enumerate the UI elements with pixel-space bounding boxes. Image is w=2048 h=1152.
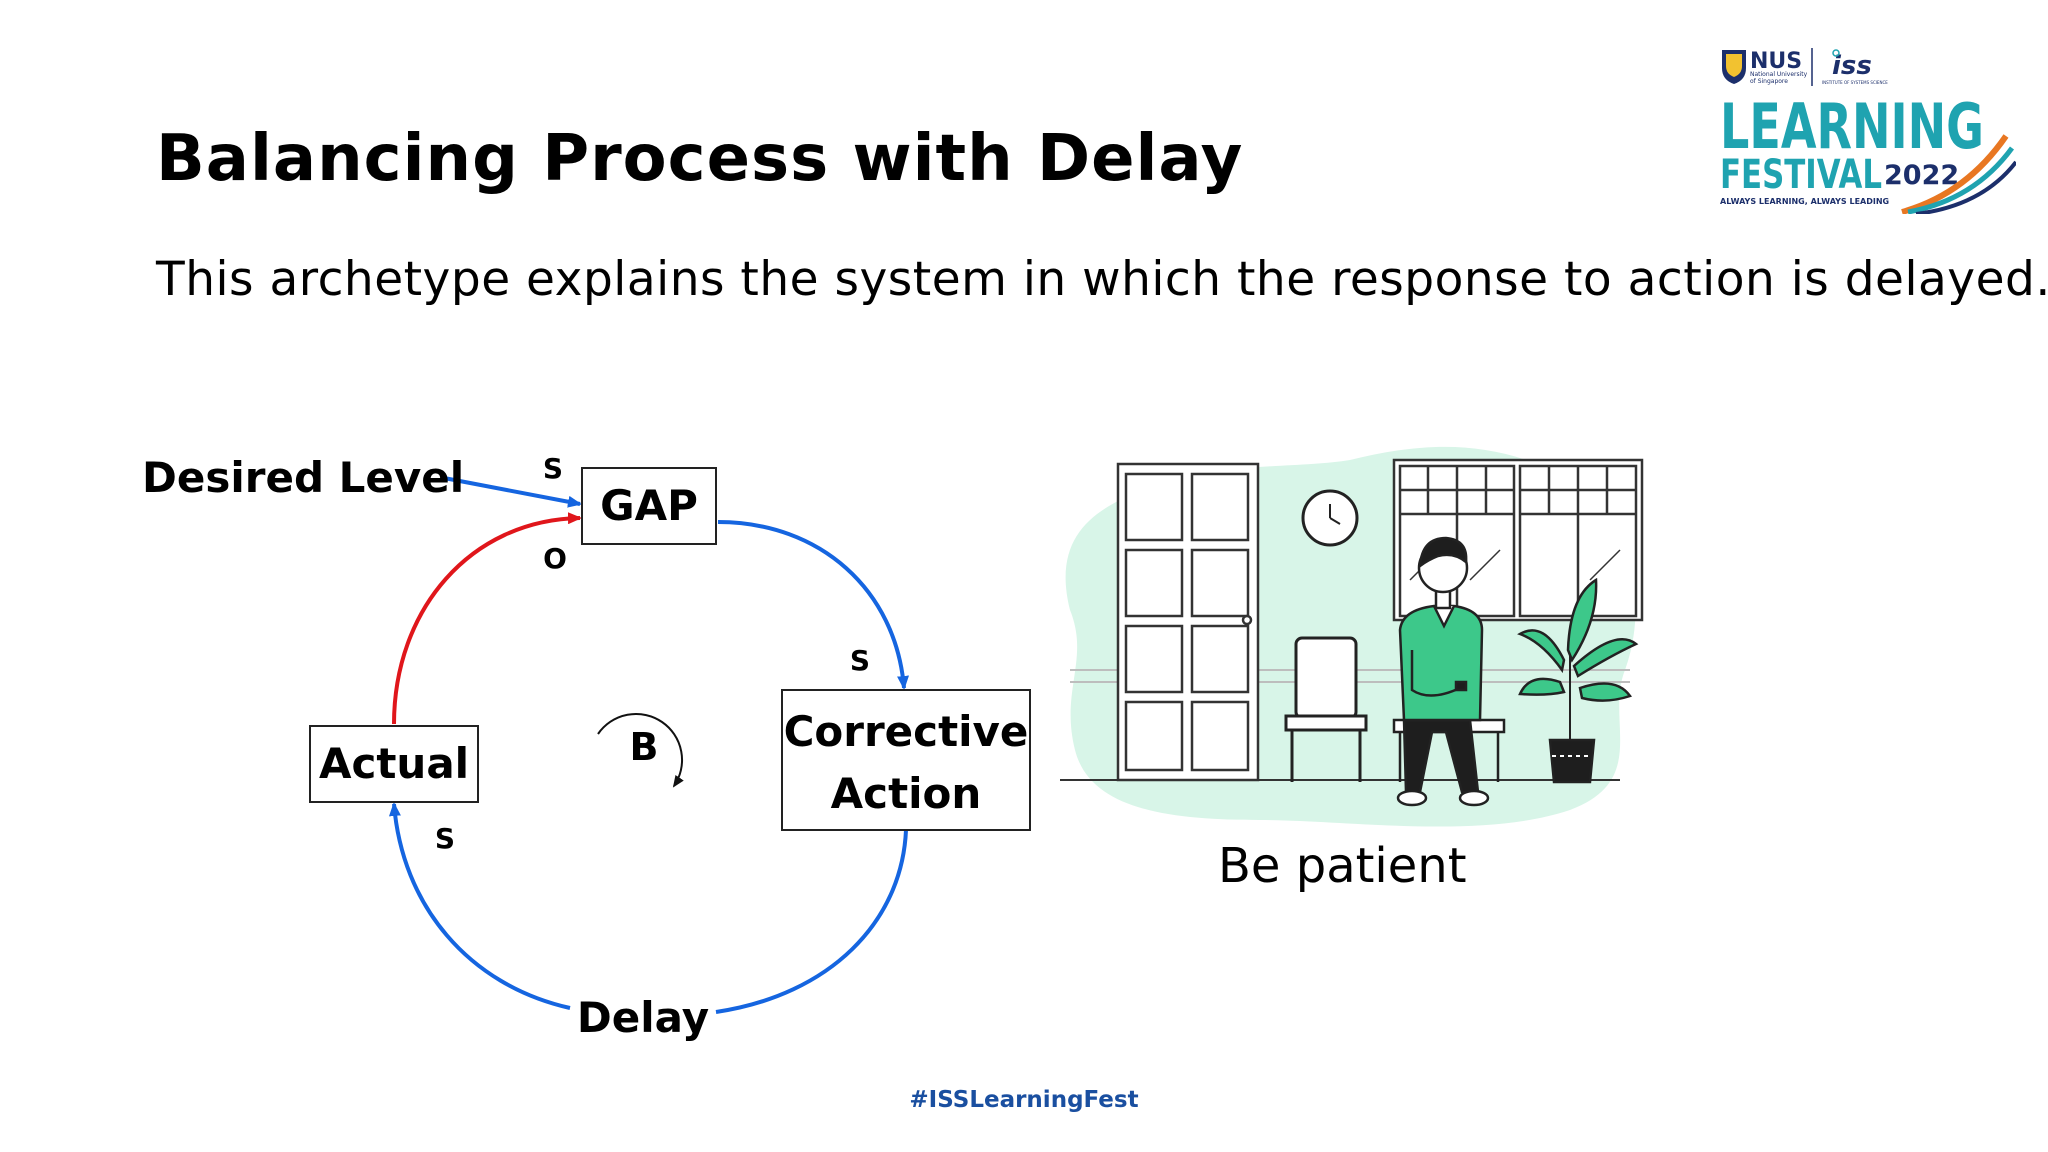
logo-swoosh-icon xyxy=(1901,134,2016,214)
chair-icon xyxy=(1284,636,1368,782)
logo-nus-sub-1: National University xyxy=(1750,71,1808,78)
link-desired-to-gap xyxy=(443,476,582,508)
link-actual-to-gap xyxy=(392,512,582,725)
learning-festival-logo: NUS National University of Singapore iss… xyxy=(1720,48,2016,214)
window-icon xyxy=(1392,458,1644,622)
logo-tagline: ALWAYS LEARNING, ALWAYS LEADING xyxy=(1720,197,1889,206)
corrective-action-label-line2: Action xyxy=(831,769,982,818)
slide-subtitle: This archetype explains the system in wh… xyxy=(156,252,2048,307)
potted-plant-icon xyxy=(1517,577,1639,784)
gap-label: GAP xyxy=(600,481,698,530)
waiting-person-icon xyxy=(1392,536,1506,807)
clock-icon xyxy=(1301,489,1359,547)
link-delay-to-actual xyxy=(388,802,571,1010)
event-hashtag: #ISSLearningFest xyxy=(909,1087,1139,1113)
polarity-delay-actual: S xyxy=(435,822,455,855)
loop-label-b: B xyxy=(630,725,659,769)
polarity-desired-gap: S xyxy=(543,452,563,485)
actual-node xyxy=(309,725,479,803)
logo-iss-text: iss xyxy=(1832,51,1872,81)
corrective-action-node xyxy=(781,689,1031,831)
logo-nus-sub-2: of Singapore xyxy=(1750,78,1788,85)
polarity-actual-gap: O xyxy=(543,542,567,575)
logo-festival-text: FESTIVAL xyxy=(1720,152,1882,198)
iss-swirl-icon xyxy=(1832,49,1840,57)
illustration-caption: Be patient xyxy=(1218,838,1467,894)
corrective-action-label-line1: Corrective xyxy=(784,707,1029,756)
link-gap-to-corrective-action xyxy=(717,520,909,690)
door-icon xyxy=(1116,462,1260,782)
logo-iss-sub: INSTITUTE OF SYSTEMS SCIENCE xyxy=(1822,80,1888,85)
balancing-loop-arrow-icon xyxy=(597,712,684,788)
logo-learning-text: LEARNING xyxy=(1720,90,1984,163)
polarity-gap-corrective: S xyxy=(850,644,870,677)
delay-label: Delay xyxy=(577,993,709,1042)
person-waiting-illustration xyxy=(1060,446,1644,827)
actual-label: Actual xyxy=(319,739,469,788)
link-corrective-action-to-delay xyxy=(715,829,908,1014)
nus-crest-icon xyxy=(1722,50,1746,84)
logo-nus-text: NUS xyxy=(1750,49,1802,74)
gap-node xyxy=(581,467,717,545)
desired-level-label: Desired Level xyxy=(142,453,464,502)
logo-year-text: 2022 xyxy=(1884,160,1959,191)
slide-title: Balancing Process with Delay xyxy=(156,122,1244,196)
